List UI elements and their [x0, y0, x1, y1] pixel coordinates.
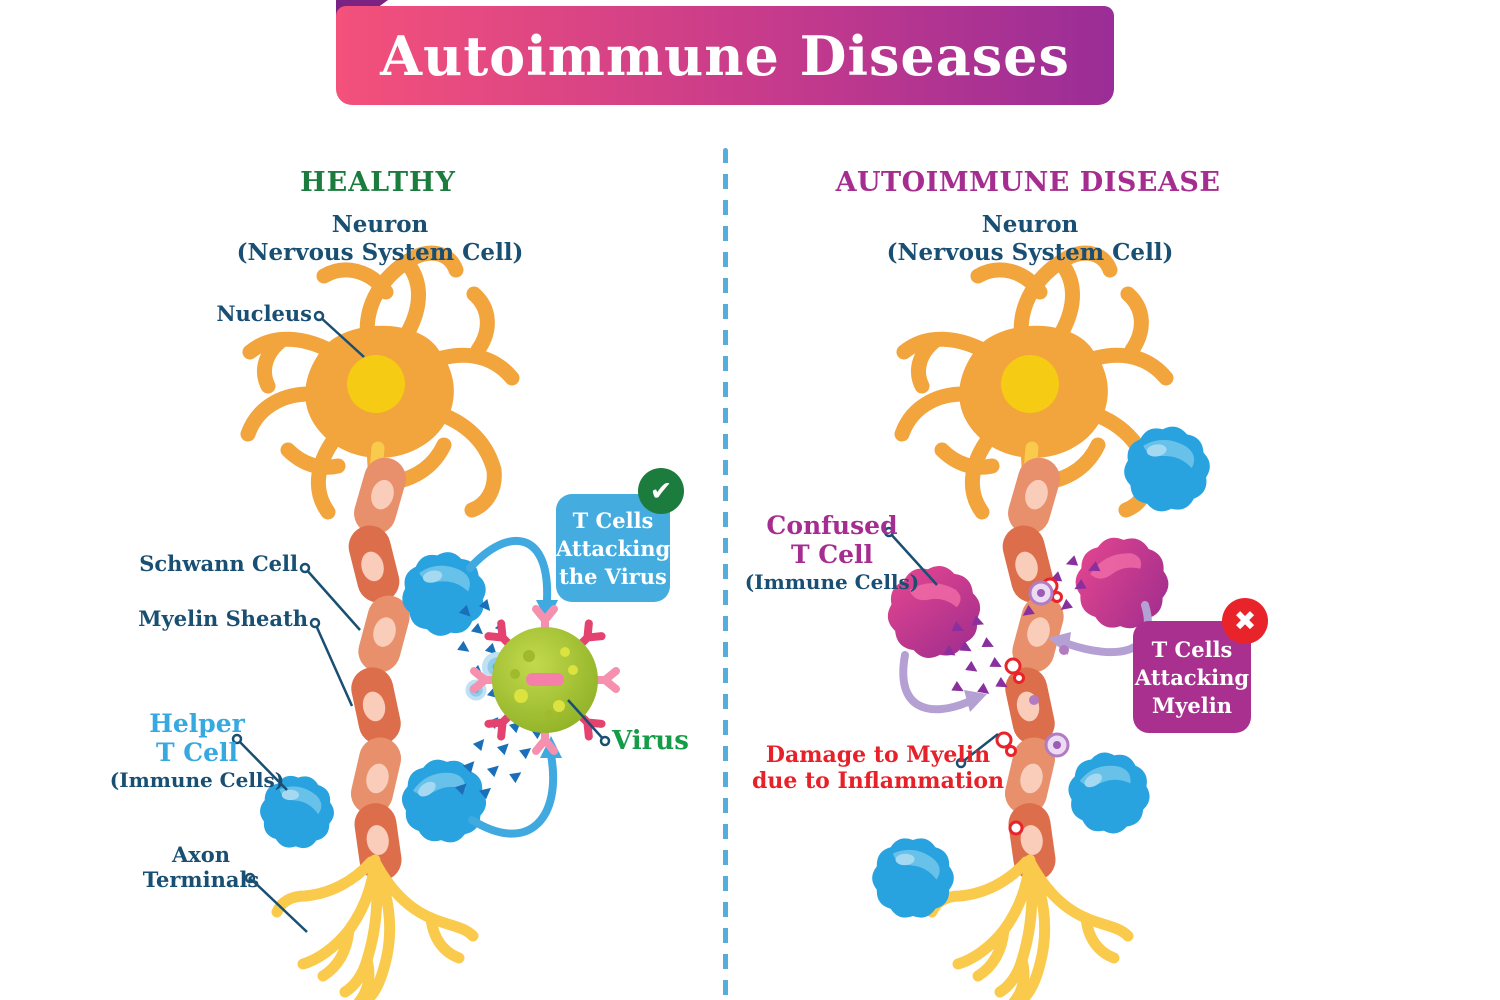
virus-label: Virus — [612, 726, 689, 756]
autoimmune-heading: AUTOIMMUNE DISEASE — [835, 167, 1221, 198]
confused-t-cell-label-1: Confused — [766, 511, 898, 540]
helper-t-cell-label-2: T Cell — [155, 738, 239, 767]
neuron-subtitle-right: (Nervous System Cell) — [886, 239, 1174, 266]
arrowhead-right — [964, 690, 987, 712]
confused-arrow-right — [1064, 601, 1152, 657]
callout-line: T Cells — [1151, 636, 1233, 662]
schwann-cell-label: Schwann Cell — [139, 551, 298, 576]
helper-t-cell-label-3: (Immune Cells) — [109, 768, 285, 792]
attack-arrow-top — [466, 537, 552, 604]
healthy-heading: HEALTHY — [300, 167, 456, 198]
callout-line: T Cells — [572, 507, 654, 533]
damage-label-2: due to Inflammation — [751, 768, 1005, 794]
cross-glyph: ✖ — [1233, 605, 1257, 637]
t-cell — [394, 750, 494, 852]
leader-lines-right — [883, 526, 999, 769]
callout-line: the Virus — [559, 563, 667, 589]
callout-line: Myelin — [1151, 692, 1233, 718]
axon-terminals-branches — [932, 860, 1128, 1000]
neuron-title-left: Neuron — [331, 211, 429, 238]
helper-t-cell-label-1: Helper — [149, 709, 245, 738]
myelin-chain — [344, 448, 414, 884]
confused-t-cell-label-3: (Immune Cells) — [744, 570, 920, 594]
nucleus-label: Nucleus — [216, 301, 312, 326]
axon-terminals-label-2: Terminals — [142, 867, 260, 892]
confused-t-cell-label-2: T Cell — [790, 540, 874, 569]
title-banner: Autoimmune Diseases — [336, 6, 1114, 105]
page-title: Autoimmune Diseases — [380, 23, 1070, 88]
t-cell — [863, 827, 964, 929]
callout-line: Attacking — [556, 535, 671, 561]
damage-label-1: Damage to Myelin — [765, 742, 991, 768]
virus — [474, 609, 616, 751]
callout-line: Attacking — [1134, 664, 1250, 690]
attack-arrow-bottom — [468, 751, 558, 838]
healthy-neuron-illustration — [231, 130, 726, 1000]
myelin-sheath-label: Myelin Sheath — [138, 606, 308, 631]
panel-divider — [723, 148, 728, 998]
check-icon: ✔ — [638, 468, 684, 514]
check-glyph: ✔ — [649, 475, 673, 507]
autoimmune-neuron-illustration — [726, 130, 1500, 1000]
neuron-subtitle-left: (Nervous System Cell) — [236, 239, 524, 266]
axon-terminals-label-1: Axon — [171, 842, 231, 867]
t-cell — [1063, 746, 1155, 840]
confused-arrow-left — [899, 651, 972, 714]
cross-icon: ✖ — [1222, 598, 1268, 644]
leader-lines-left — [231, 310, 611, 933]
neuron-title-right: Neuron — [981, 211, 1079, 238]
inflammation-spots — [1028, 580, 1070, 758]
